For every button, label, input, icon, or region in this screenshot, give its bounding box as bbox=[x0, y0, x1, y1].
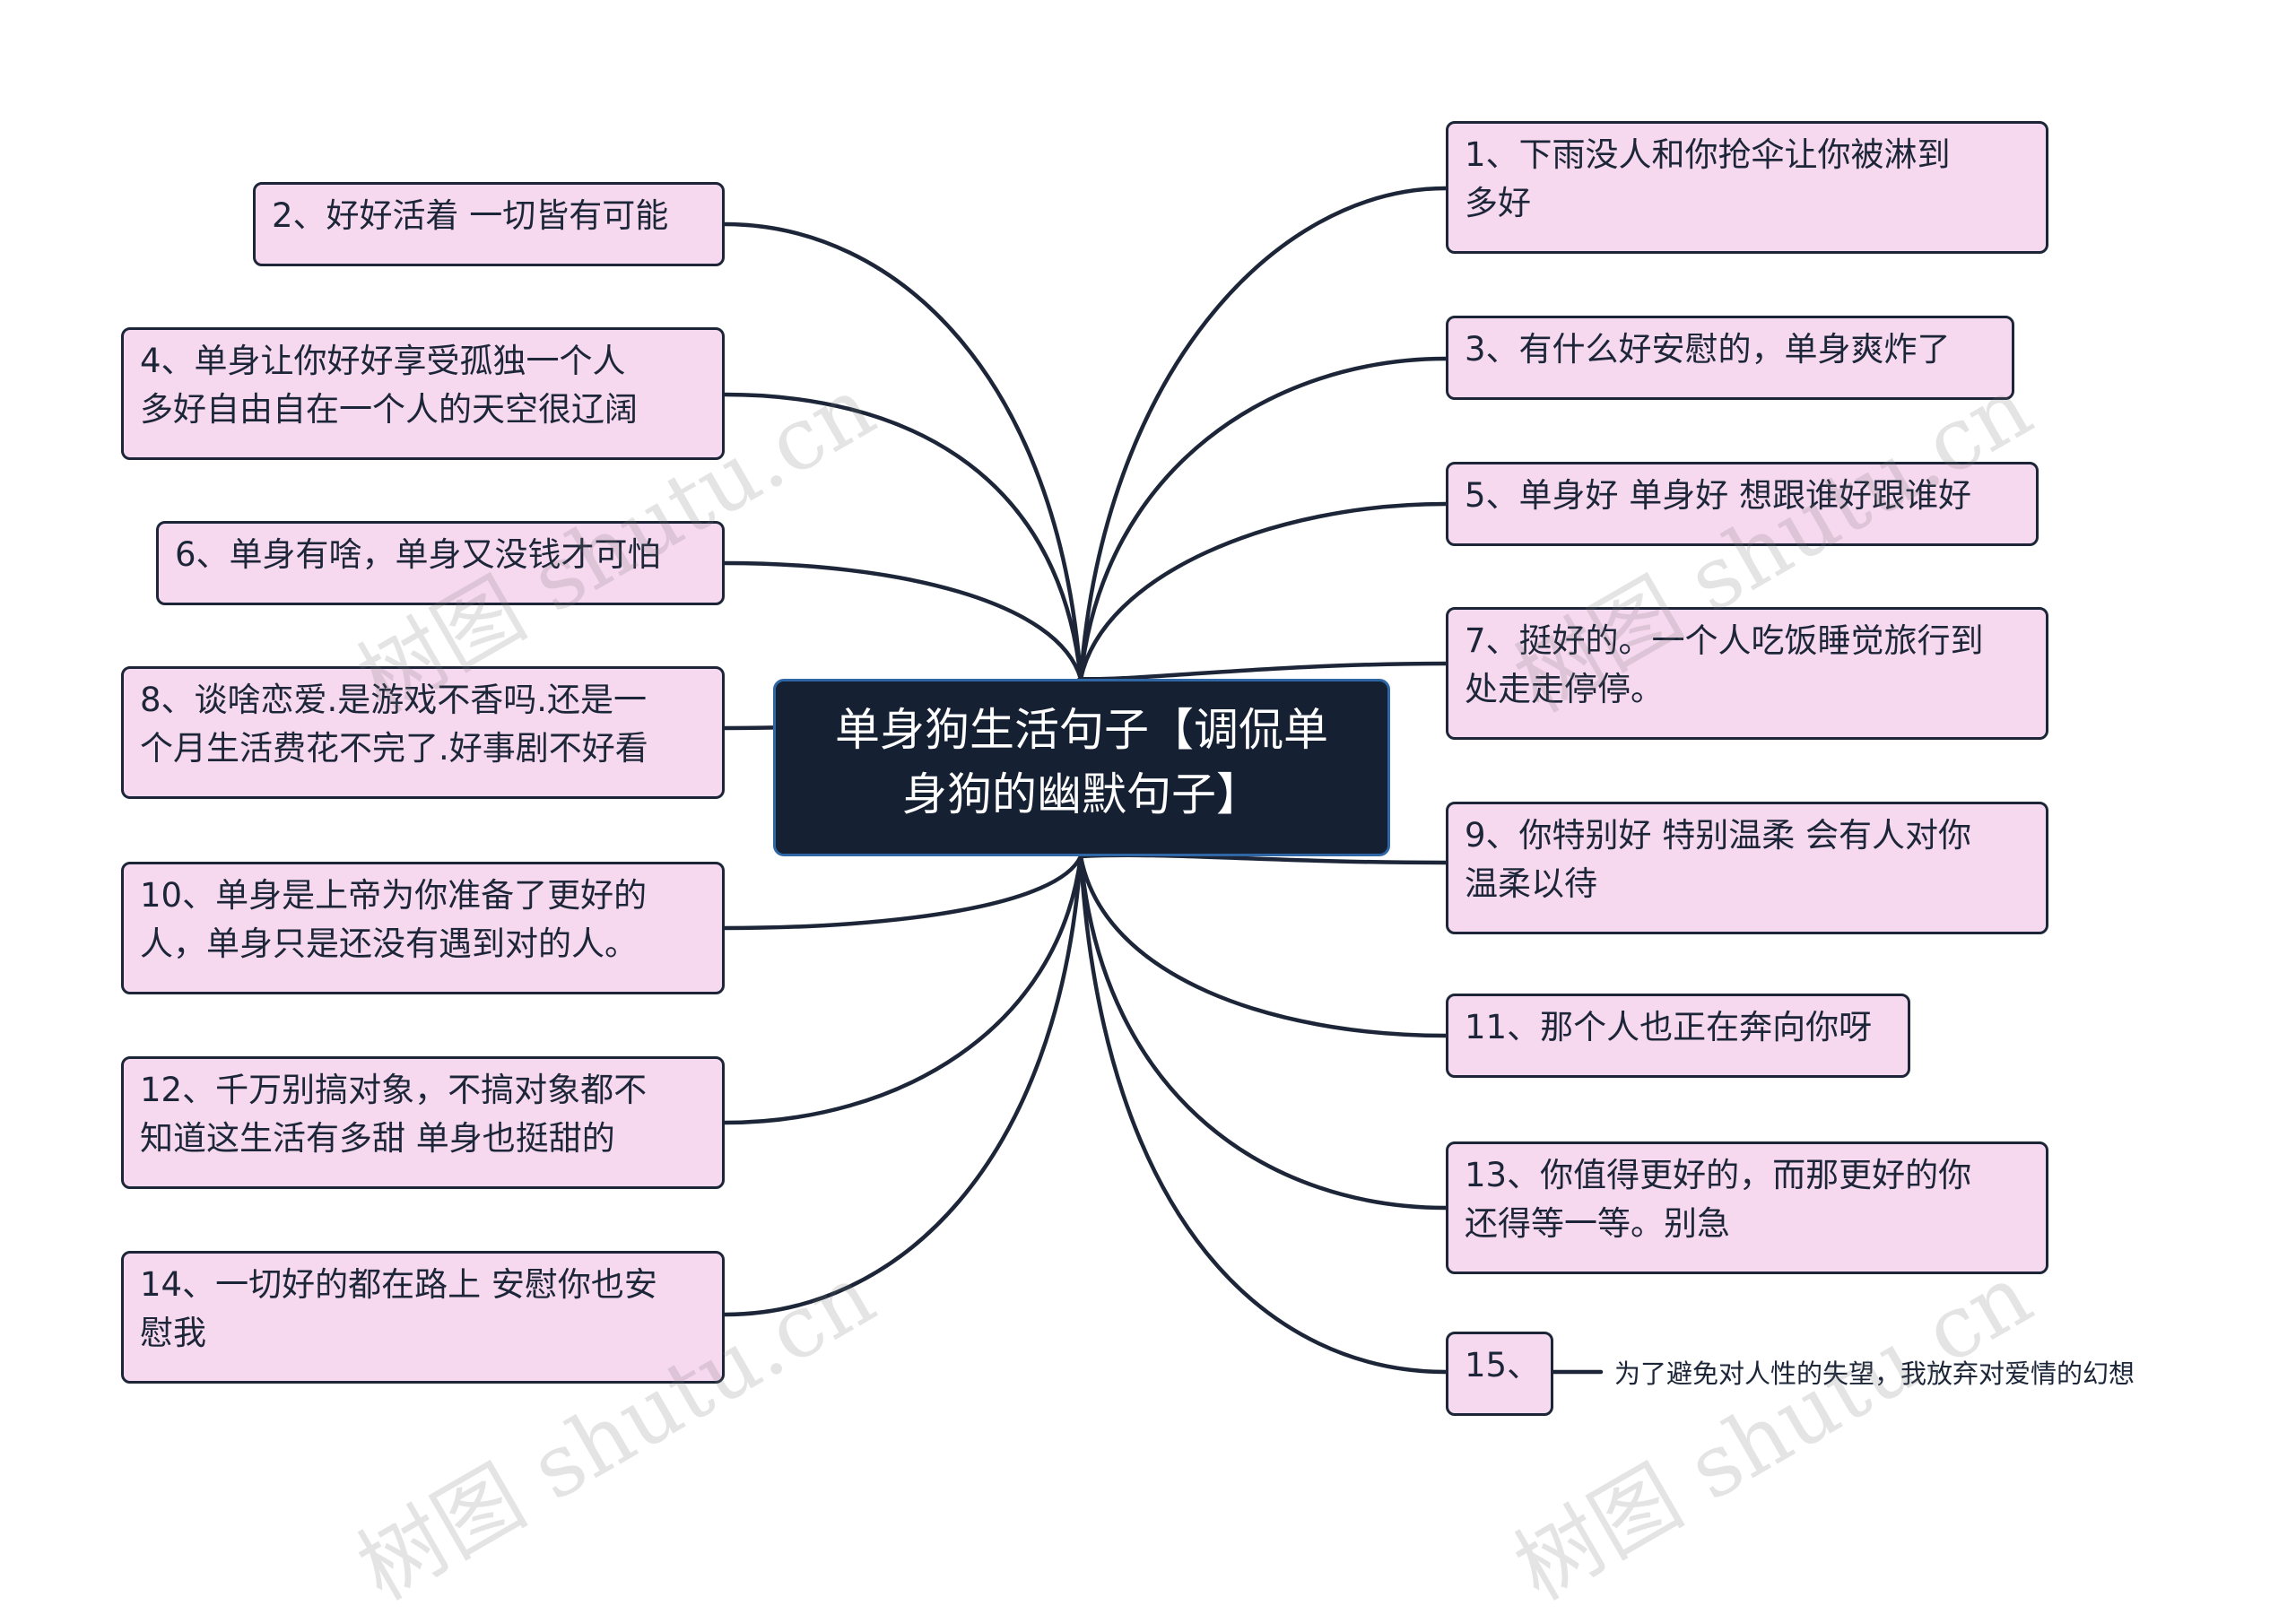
node-5[interactable]: 5、单身好 单身好 想跟谁好跟谁好 bbox=[1446, 462, 2039, 546]
link-node-11 bbox=[1078, 854, 1448, 1038]
node-3-text: 3、有什么好安慰的，单身爽炸了 bbox=[1465, 330, 1951, 369]
node-2-text: 2、好好活着 一切皆有可能 bbox=[272, 196, 669, 235]
node-4-text-line1: 4、单身让你好好享受孤独一个人 bbox=[140, 342, 626, 380]
node-14-text-line1: 14、一切好的都在路上 安慰你也安 bbox=[140, 1265, 657, 1304]
node-11[interactable]: 11、那个人也正在奔向你呀 bbox=[1446, 994, 1910, 1078]
link-node-15 bbox=[1078, 854, 1448, 1375]
root-topic-line2: 身狗的幽默句子】 bbox=[902, 768, 1261, 820]
node-12[interactable]: 12、千万别搞对象，不搞对象都不 知道这生活有多甜 单身也挺甜的 bbox=[121, 1056, 725, 1189]
node-7[interactable]: 7、挺好的。一个人吃饭睡觉旅行到 处走走停停。 bbox=[1446, 607, 2048, 740]
node-4[interactable]: 4、单身让你好好享受孤独一个人 多好自由自在一个人的天空很辽阔 bbox=[121, 327, 725, 460]
node-9-text-line1: 9、你特别好 特别温柔 会有人对你 bbox=[1465, 816, 1972, 855]
link-node-10 bbox=[722, 854, 1083, 931]
node-15-text: 15、 bbox=[1465, 1346, 1541, 1384]
node-12-text-line1: 12、千万别搞对象，不搞对象都不 bbox=[140, 1071, 648, 1109]
node-8[interactable]: 8、谈啥恋爱.是游戏不香吗.还是一 个月生活费花不完了.好事剧不好看 bbox=[121, 666, 725, 799]
node-9-text-line2: 温柔以待 bbox=[1465, 864, 1597, 903]
node-5-text: 5、单身好 单身好 想跟谁好跟谁好 bbox=[1465, 476, 1972, 515]
node-14-text-line2: 慰我 bbox=[140, 1314, 206, 1352]
node-10-text-line2: 人，单身只是还没有遇到对的人。 bbox=[140, 924, 638, 963]
node-7-text-line2: 处走走停停。 bbox=[1465, 670, 1664, 708]
link-node-4 bbox=[722, 392, 1083, 681]
node-4-text-line2: 多好自由自在一个人的天空很辽阔 bbox=[140, 390, 638, 429]
node-10-text-line1: 10、单身是上帝为你准备了更好的 bbox=[140, 876, 648, 915]
node-9[interactable]: 9、你特别好 特别温柔 会有人对你 温柔以待 bbox=[1446, 802, 2048, 934]
node-8-text-line2: 个月生活费花不完了.好事剧不好看 bbox=[140, 729, 648, 768]
node-10[interactable]: 10、单身是上帝为你准备了更好的 人，单身只是还没有遇到对的人。 bbox=[121, 862, 725, 994]
node-13-text-line2: 还得等一等。别急 bbox=[1465, 1204, 1730, 1243]
node-13[interactable]: 13、你值得更好的，而那更好的你 还得等一等。别急 bbox=[1446, 1141, 2048, 1274]
link-node-9 bbox=[1078, 853, 1448, 865]
root-topic[interactable]: 单身狗生活句子【调侃单 身狗的幽默句子】 bbox=[773, 679, 1390, 856]
node-15[interactable]: 15、 bbox=[1446, 1332, 1553, 1416]
node-12-text-line2: 知道这生活有多甜 单身也挺甜的 bbox=[140, 1119, 615, 1158]
node-14[interactable]: 14、一切好的都在路上 安慰你也安 慰我 bbox=[121, 1251, 725, 1384]
root-topic-line1: 单身狗生活句子【调侃单 bbox=[835, 704, 1328, 756]
link-node-13 bbox=[1078, 854, 1448, 1211]
node-1[interactable]: 1、下雨没人和你抢伞让你被淋到 多好 bbox=[1446, 121, 2048, 254]
node-1-text-line1: 1、下雨没人和你抢伞让你被淋到 bbox=[1465, 135, 1951, 174]
node-2[interactable]: 2、好好活着 一切皆有可能 bbox=[253, 182, 725, 266]
link-node-5 bbox=[1078, 501, 1448, 681]
node-8-text-line1: 8、谈啥恋爱.是游戏不香吗.还是一 bbox=[140, 681, 648, 719]
node-3[interactable]: 3、有什么好安慰的，单身爽炸了 bbox=[1446, 316, 2014, 400]
link-node-12 bbox=[722, 854, 1083, 1125]
link-node-3 bbox=[1078, 356, 1448, 681]
link-node-1 bbox=[1078, 186, 1448, 681]
node-11-text: 11、那个人也正在奔向你呀 bbox=[1465, 1008, 1873, 1046]
node-15-note: 为了避免对人性的失望，我放弃对爱情的幻想 bbox=[1614, 1358, 2135, 1389]
link-node-6 bbox=[722, 560, 1083, 681]
link-node-2 bbox=[722, 221, 1083, 681]
node-1-text-line2: 多好 bbox=[1465, 184, 1531, 222]
link-node-14 bbox=[722, 854, 1083, 1317]
node-7-text-line1: 7、挺好的。一个人吃饭睡觉旅行到 bbox=[1465, 621, 1984, 660]
node-6[interactable]: 6、单身有啥，单身又没钱才可怕 bbox=[156, 521, 725, 605]
node-13-text-line1: 13、你值得更好的，而那更好的你 bbox=[1465, 1156, 1972, 1194]
node-6-text: 6、单身有啥，单身又没钱才可怕 bbox=[175, 535, 661, 574]
link-node-7 bbox=[1078, 661, 1448, 681]
